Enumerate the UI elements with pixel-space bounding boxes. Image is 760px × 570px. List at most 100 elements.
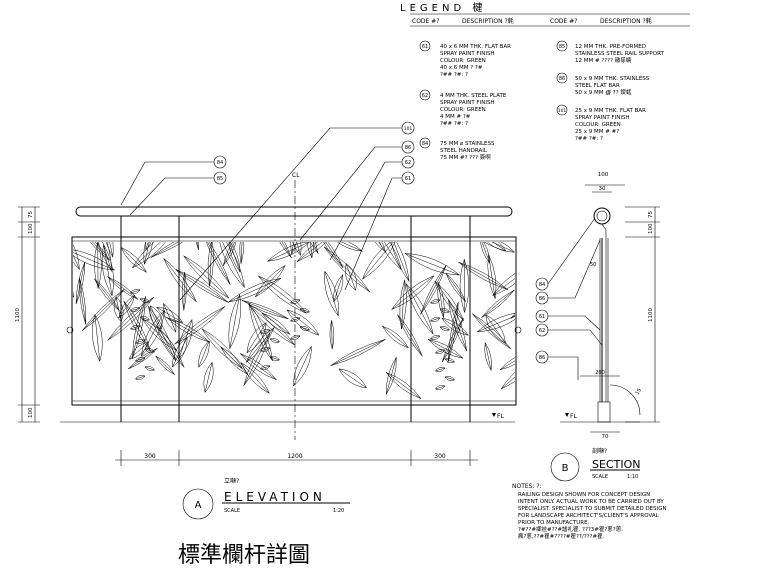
legend-col-code-right: CODE #? xyxy=(550,18,577,25)
legend-col-desc-right: DESCRIPTION ?軞 xyxy=(600,17,652,25)
legend-line: 40 x 6 MM ? ?# xyxy=(440,65,483,71)
leaf xyxy=(399,279,407,330)
leaf xyxy=(228,242,241,273)
leaf xyxy=(336,242,363,252)
legend-code: 62 xyxy=(422,93,428,99)
leaf xyxy=(485,314,506,344)
leaf xyxy=(444,358,455,363)
legend-line: 25 x 9 MM # #? xyxy=(575,129,619,135)
leaf-pattern xyxy=(73,242,515,399)
legend-item: 101 25 x 9 MM THK. FLAT BAR SPRAY PAINT … xyxy=(556,104,646,142)
leaf xyxy=(73,244,80,270)
legend-item: 62 4 MM THK. STEEL PLATE SPRAY PAINT FIN… xyxy=(419,89,507,127)
leaf xyxy=(435,349,446,354)
leaf xyxy=(105,242,114,258)
legend-col-desc-left: DESCRIPTION ?軞 xyxy=(462,17,514,25)
leaf xyxy=(94,278,120,311)
scale-value: 1:20 xyxy=(333,508,344,514)
callout: 84 xyxy=(217,160,223,166)
leaf xyxy=(135,357,146,362)
legend-code: 84 xyxy=(422,141,428,147)
notes: NOTES: ?: RAILING DESIGN SHOWN FOR CONCE… xyxy=(512,483,667,540)
leaf xyxy=(323,246,371,293)
leaf xyxy=(448,299,467,351)
leaf xyxy=(391,242,410,282)
leaf xyxy=(240,362,270,394)
leaf xyxy=(130,289,141,294)
note-line: ?#??#鄉娃#??#謐礼瞿. ???3#瞿?蔥?蔥. xyxy=(518,525,623,533)
leaf xyxy=(150,242,184,258)
legend-line: 40 x 6 MM THK. FLAT BAR xyxy=(440,44,511,50)
leaf xyxy=(397,314,423,357)
leaf xyxy=(483,242,506,252)
leaf xyxy=(82,289,125,331)
leaf xyxy=(299,326,310,331)
legend-title: LEGEND 楗 xyxy=(400,2,486,14)
legend-item: 61 40 x 6 MM THK. FLAT BAR SPRAY PAINT F… xyxy=(419,40,511,78)
leaf xyxy=(155,355,175,375)
dim-label: 30 xyxy=(599,186,606,192)
elevation-title-block: A 立噸? ELEVATION SCALE 1:20 xyxy=(182,477,350,520)
handrail xyxy=(75,206,513,217)
legend-item: 85 12 MM THK. PRE-FORMED STAINLESS STEEL… xyxy=(556,40,665,64)
leaf xyxy=(135,339,146,344)
leaf xyxy=(404,253,460,276)
leaf xyxy=(260,365,271,370)
leaf xyxy=(309,242,319,254)
leaf xyxy=(279,242,292,258)
leaf xyxy=(75,262,86,305)
legend-line: ?## ?#: ? xyxy=(575,136,603,142)
leaf xyxy=(405,282,434,335)
legend-code: 61 xyxy=(422,44,428,50)
dim-label: 50 xyxy=(590,262,596,268)
legend-item: 86 50 x 9 MM THK. STAINLESS STEEL FLAT B… xyxy=(556,72,650,96)
leaf xyxy=(445,272,466,302)
section-drawing: FL xyxy=(560,207,641,423)
section-title-block: B 剖噸? SECTION SCALE 1:10 xyxy=(550,447,640,482)
legend-line: SPRAY PAINT FINISH xyxy=(440,51,495,57)
leaf xyxy=(130,325,141,330)
dim-label: 300 xyxy=(434,453,446,460)
scale-value: 1:10 xyxy=(627,474,638,480)
leaf xyxy=(228,277,282,303)
elevation-callouts: 84 85 101 86 62 61 xyxy=(120,121,415,301)
leaf xyxy=(441,317,464,363)
legend-line: 4 MM # ?# xyxy=(440,114,471,120)
note-line: INTENT ONLY. ACTUAL WORK TO BE CARRIED O… xyxy=(518,499,664,505)
callout: 61 xyxy=(539,314,545,320)
leaf xyxy=(241,300,289,320)
leaf xyxy=(323,242,344,269)
view-title: ELEVATION xyxy=(224,490,326,504)
leaf xyxy=(178,319,193,359)
leaf xyxy=(97,242,112,272)
leaf xyxy=(420,264,447,315)
leaf xyxy=(143,242,153,265)
leaf xyxy=(391,275,435,310)
leaf xyxy=(292,242,302,256)
leaf xyxy=(345,263,357,291)
dim-label: 1100 xyxy=(648,308,654,322)
leaf xyxy=(141,309,166,357)
callout: 86 xyxy=(539,355,545,361)
leaf xyxy=(329,319,335,350)
leaf xyxy=(201,327,243,369)
leaf xyxy=(255,264,286,298)
leaf xyxy=(198,340,210,368)
leaf xyxy=(260,329,271,334)
legend-line: SPRAY PAINT FINISH xyxy=(440,100,495,106)
leaf xyxy=(435,367,446,372)
dim-label: 100 xyxy=(28,407,34,418)
callout: 86 xyxy=(539,296,545,302)
leaf xyxy=(246,322,267,354)
leaf xyxy=(480,242,491,264)
legend-code: 85 xyxy=(559,44,565,50)
leaf xyxy=(500,371,515,390)
leaf xyxy=(135,375,146,380)
view-title-cn: 剖噸? xyxy=(592,447,607,455)
leaf xyxy=(73,249,115,271)
scale-label: SCALE xyxy=(224,508,240,514)
dim-label: 100 xyxy=(28,223,34,234)
leaf xyxy=(243,332,271,387)
leaf xyxy=(195,242,200,251)
leaf xyxy=(94,242,102,289)
